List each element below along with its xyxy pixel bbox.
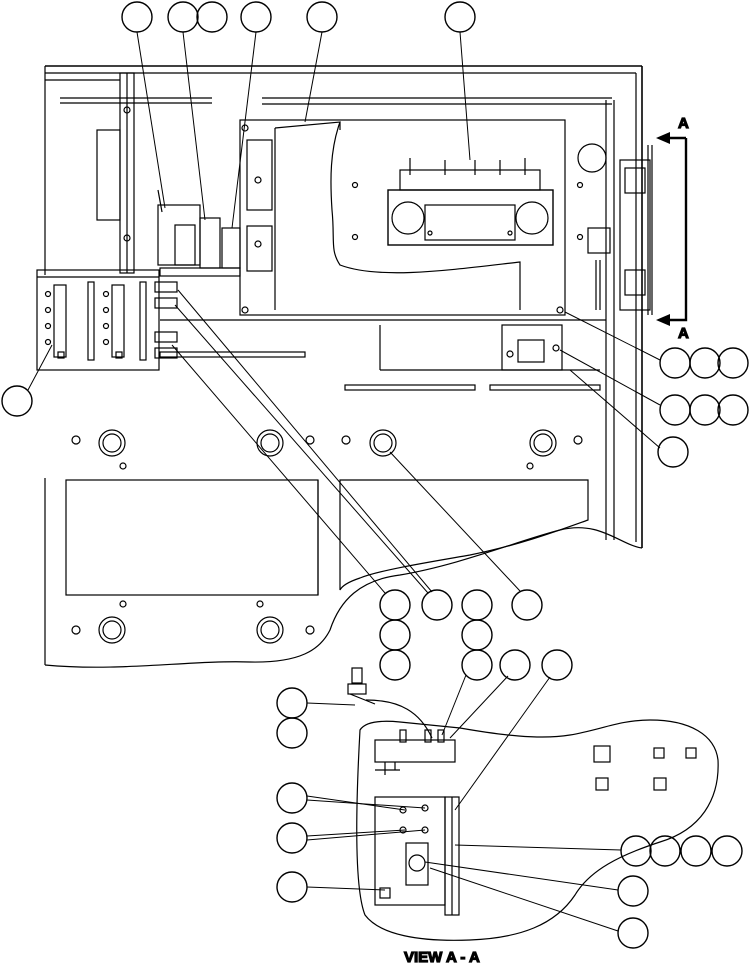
view-a-a-detail [347,667,719,941]
terminal-block-assembly [36,269,178,371]
control-subpanel [239,119,566,316]
left-rail [96,72,135,274]
section-arrows: A A [656,114,690,343]
access-cutouts [65,479,589,596]
leader-lines [27,31,661,932]
mounting-holes [71,429,583,644]
section-marker-top: A [678,115,689,132]
horizontal-rails [159,319,606,391]
view-label: VIEW A - A [404,949,480,964]
section-marker-bottom: A [678,325,689,342]
right-bracket [577,143,653,315]
breaker-box [379,324,600,371]
relay-group [157,189,241,277]
contactor-unit [351,158,584,246]
